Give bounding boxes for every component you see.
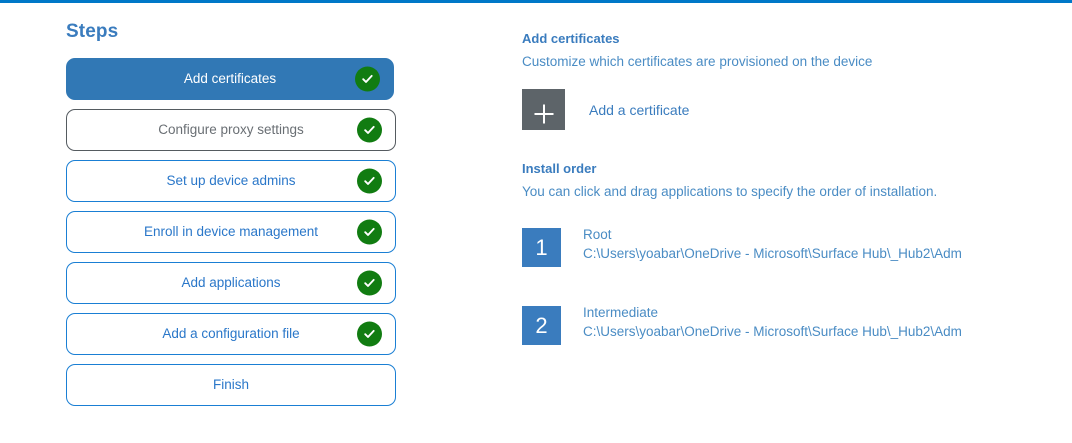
steps-title: Steps xyxy=(66,21,119,42)
check-circle-icon xyxy=(357,117,382,143)
add-certificate-label: Add a certificate xyxy=(589,101,690,118)
top-accent-rule xyxy=(0,0,1072,3)
step-item-label: Set up device admins xyxy=(166,173,296,188)
install-order-section: Install order You can click and drag app… xyxy=(522,161,1062,345)
check-circle-icon xyxy=(357,219,382,245)
step-item[interactable]: Configure proxy settings xyxy=(66,109,396,151)
step-item[interactable]: Add a configuration file xyxy=(66,313,396,355)
add-certificate-button[interactable]: Add a certificate xyxy=(522,89,689,130)
plus-icon-vertical-bar xyxy=(542,104,545,124)
plus-icon xyxy=(522,89,565,130)
step-item-label: Add applications xyxy=(181,275,281,290)
install-order-name: Root xyxy=(583,227,612,242)
check-circle-icon xyxy=(357,168,382,194)
step-item[interactable]: Add applications xyxy=(66,262,396,304)
install-order-number: 1 xyxy=(522,228,561,267)
add-certificates-heading: Add certificates xyxy=(522,31,620,46)
install-order-path: C:\Users\yoabar\OneDrive - Microsoft\Sur… xyxy=(583,246,962,261)
step-item-label: Enroll in device management xyxy=(143,224,319,239)
step-item[interactable]: Enroll in device management xyxy=(66,211,396,253)
install-order-path: C:\Users\yoabar\OneDrive - Microsoft\Sur… xyxy=(583,324,962,339)
detail-panel: Add certificates Customize which certifi… xyxy=(522,31,1062,384)
install-order-description: You can click and drag applications to s… xyxy=(522,184,938,199)
step-item-label: Finish xyxy=(212,377,249,392)
check-circle-icon xyxy=(357,270,382,296)
install-order-number: 2 xyxy=(522,306,561,345)
install-order-name: Intermediate xyxy=(583,305,659,320)
step-item[interactable]: Add certificates xyxy=(66,58,394,100)
step-item-label: Add a configuration file xyxy=(162,326,300,341)
add-certificates-description: Customize which certificates are provisi… xyxy=(522,54,873,69)
step-item[interactable]: Set up device admins xyxy=(66,160,396,202)
step-item-label: Configure proxy settings xyxy=(158,122,304,137)
check-circle-icon xyxy=(355,66,380,92)
install-order-heading: Install order xyxy=(522,161,597,176)
check-circle-icon xyxy=(357,321,382,347)
step-item-label: Add certificates xyxy=(183,71,277,86)
step-item[interactable]: Finish xyxy=(66,364,396,406)
